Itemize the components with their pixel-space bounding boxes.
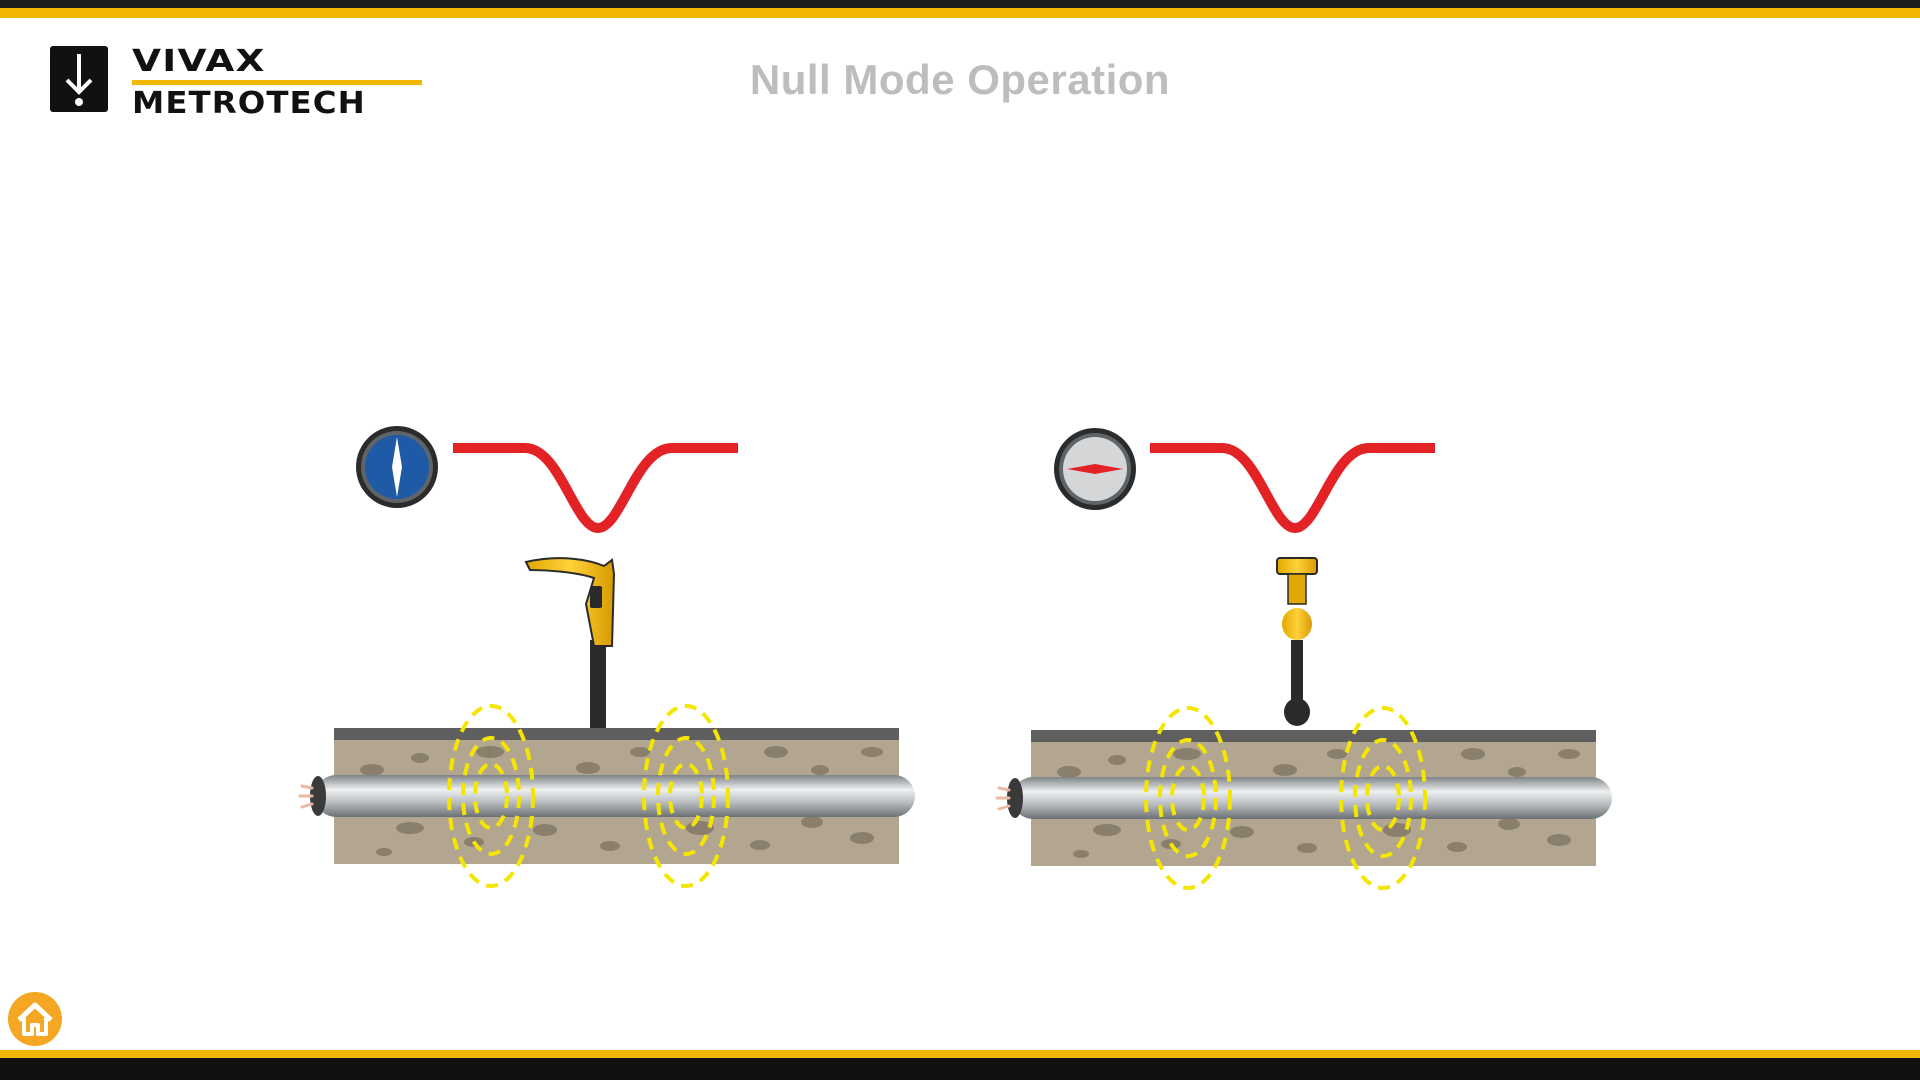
signal-curve-left [453, 448, 738, 528]
compass-vertical-icon [356, 426, 438, 508]
pipe-left [300, 775, 915, 817]
bottom-brand-bar [0, 1050, 1920, 1080]
pipe-right [997, 777, 1612, 819]
compass-horizontal-icon [1054, 428, 1136, 510]
panel-right [997, 428, 1612, 888]
bottom-stripe [0, 1050, 1920, 1058]
home-icon[interactable] [6, 990, 64, 1048]
locator-front-view [1277, 558, 1317, 726]
panel-left [300, 426, 915, 886]
signal-curve-right [1150, 448, 1435, 528]
locator-side-view [526, 558, 614, 728]
